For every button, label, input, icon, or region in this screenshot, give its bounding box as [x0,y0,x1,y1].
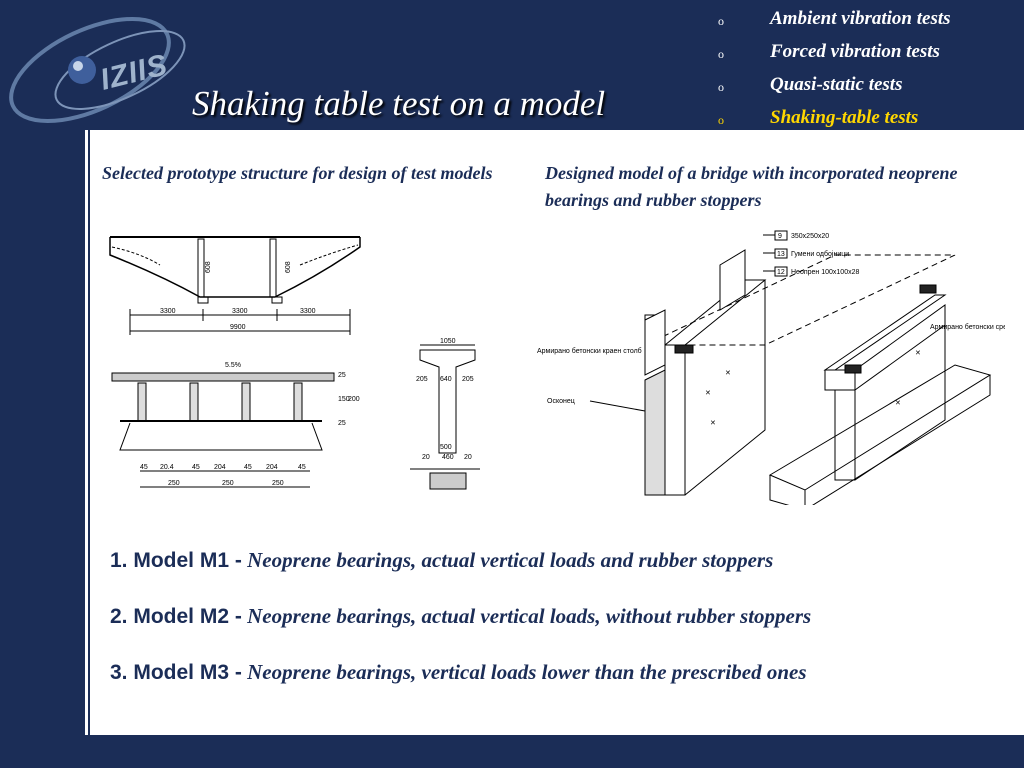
label-right-pier: Армирано бетонски среден столб [930,323,1005,331]
dim-text: 3300 [300,308,316,315]
nav-item-label: Forced vibration tests [770,41,940,62]
page-title: Shaking table test on a model [192,84,606,123]
dim-text: 45 [140,464,148,471]
legend-text: Неопрен 100x100x28 [791,269,859,276]
model-description: Neoprene bearings, vertical loads lower … [247,660,807,684]
prototype-structure-drawing: 608 608 3300 3300 3300 9900 5.5% 25 150 … [100,225,520,505]
model-description: Neoprene bearings, actual vertical loads… [247,604,812,628]
svg-text:✕: ✕ [915,350,921,357]
dim-text: 25 [338,420,346,427]
dim-text: 250 [168,480,180,487]
dim-text: 200 [348,396,360,403]
bullet-icon: o [718,14,724,28]
dim-text: 3300 [160,308,176,315]
prototype-caption: Selected prototype structure for design … [102,163,493,183]
svg-text:✕: ✕ [725,370,731,377]
dim-text: 25 [338,372,346,379]
model-description: Neoprene bearings, actual vertical loads… [247,548,774,572]
dim-text: 500 [440,444,452,451]
bullet-icon: o [718,80,724,94]
bullet-icon: o [718,47,724,61]
model-label: 3. Model M3 - [110,661,242,684]
svg-text:✕: ✕ [895,400,901,407]
list-item-model-m2: 2. Model M2 - Neoprene bearings, actual … [110,604,811,660]
dim-text: 460 [442,454,454,461]
bullet-icon: o [718,113,724,127]
legend-text: Гумени одбојници [791,250,849,258]
header-bar [0,0,1024,130]
dim-text: 608 [285,261,292,273]
dim-text: 250 [222,480,234,487]
dim-text: 204 [214,464,226,471]
footer-bar [0,735,1024,768]
dim-text: 20 [464,454,472,461]
model-caption: Designed model of a bridge with incorpor… [545,163,958,210]
nav-item-label: Ambient vibration tests [770,8,951,29]
nav-item-label: Quasi-static tests [770,74,903,95]
svg-text:✕: ✕ [710,420,716,427]
model-label: 2. Model M2 - [110,605,242,628]
label-left-pier: Армирано бетонски краен столб [537,347,642,355]
dim-text: 608 [205,261,212,273]
label-bearing: Осконец [547,398,575,405]
svg-text:✕: ✕ [705,390,711,397]
dim-text: 150 [338,396,350,403]
slope-text: 5.5% [225,362,241,369]
nav-item-shaking-table[interactable]: o Shaking-table tests [718,107,951,140]
dim-text: 45 [298,464,306,471]
left-sidebar-band [0,130,85,735]
dim-text: 204 [266,464,278,471]
dim-text: 640 [440,376,452,383]
list-item-model-m3: 3. Model M3 - Neoprene bearings, vertica… [110,660,811,716]
iziis-logo: IZIIS [0,0,200,130]
nav-item-label: Shaking-table tests [770,107,919,128]
legend-num: 12 [777,269,785,276]
dim-text: 45 [244,464,252,471]
dim-text: 205 [462,376,474,383]
nav-item-quasi-static[interactable]: o Quasi-static tests [718,74,951,107]
dim-text: 205 [416,376,428,383]
dim-text: 250 [272,480,284,487]
dim-text: 45 [192,464,200,471]
model-list: 1. Model M1 - Neoprene bearings, actual … [110,548,811,716]
designed-model-drawing: ✕ ✕ ✕ ✕ ✕ 9 350x250x20 13 Гумени одбојни… [535,225,1024,511]
legend-num: 9 [778,233,782,240]
dim-text: 1050 [440,338,456,345]
list-item-model-m1: 1. Model M1 - Neoprene bearings, actual … [110,548,811,604]
logo-globe-icon [9,16,186,124]
nav-item-forced[interactable]: o Forced vibration tests [718,41,951,74]
dim-text: 20 [422,454,430,461]
dim-text: 20.4 [160,464,174,471]
legend-num: 13 [777,251,785,258]
legend-text: 350x250x20 [791,233,829,240]
dim-text: 9900 [230,324,246,331]
model-label: 1. Model M1 - [110,549,242,572]
dim-text: 3300 [232,308,248,315]
nav-item-ambient[interactable]: o Ambient vibration tests [718,8,951,41]
left-divider-line [88,0,90,735]
